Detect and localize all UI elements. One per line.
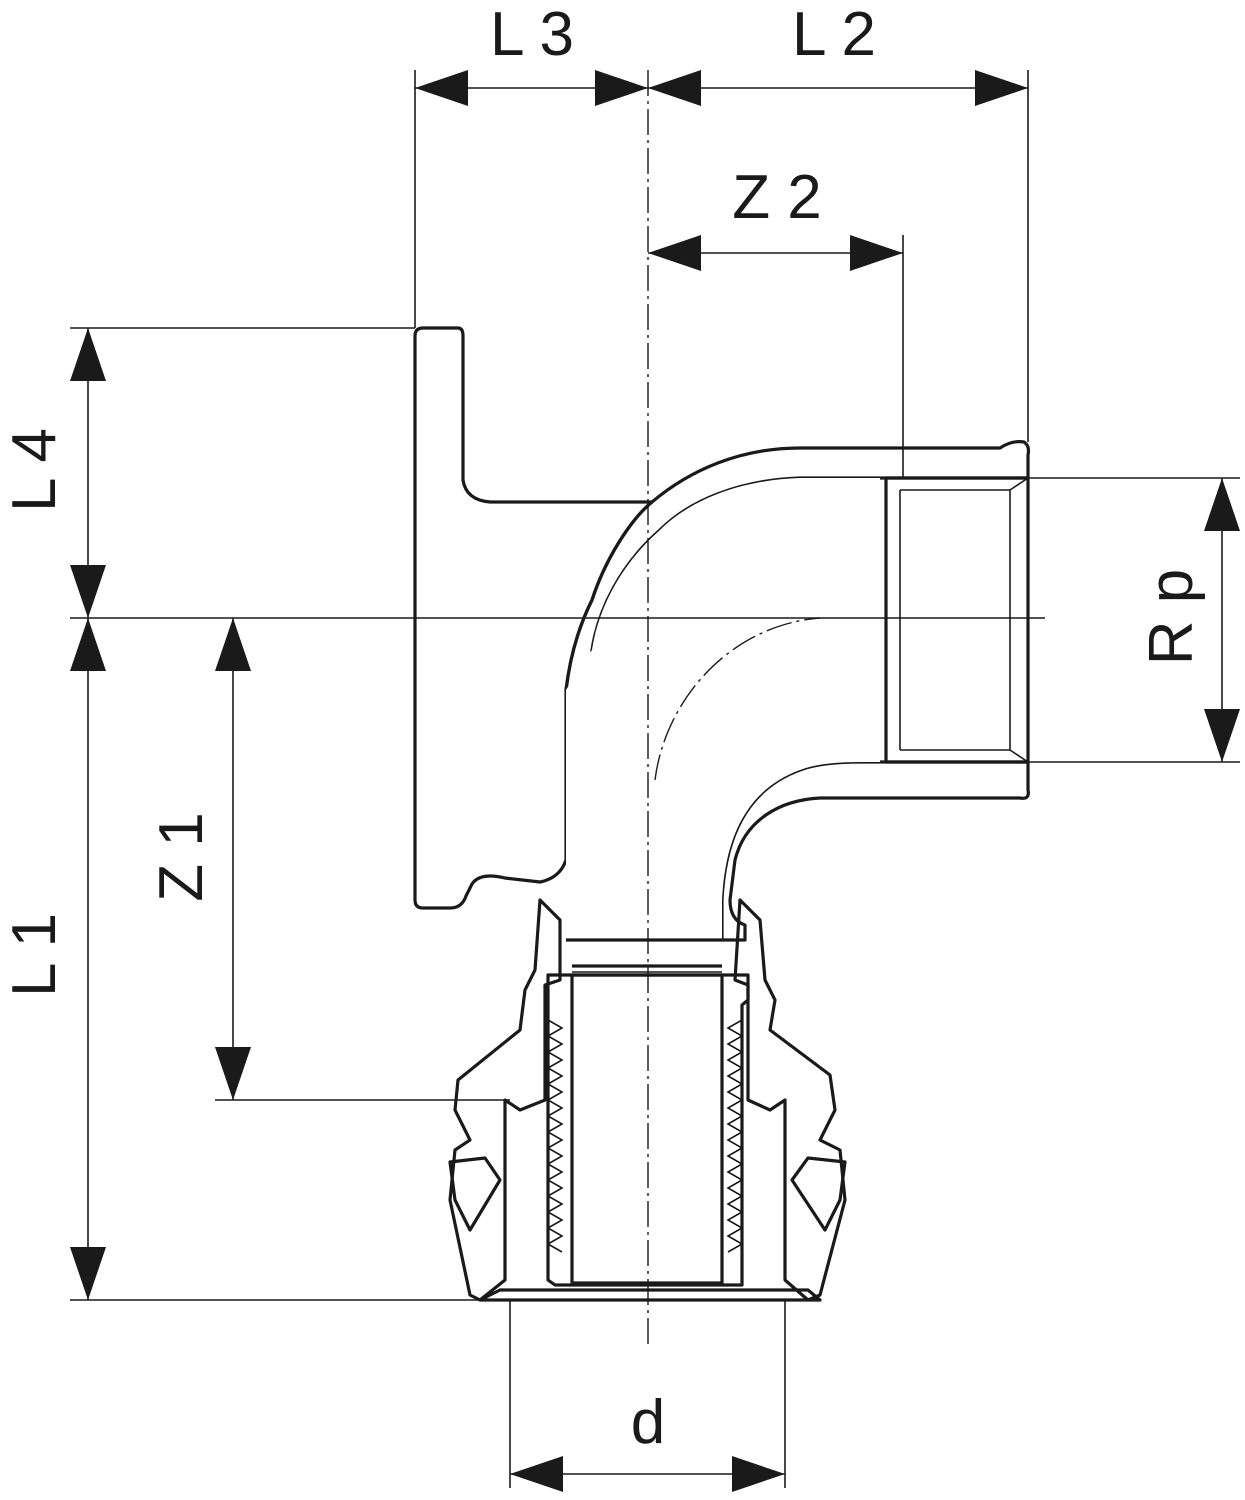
elbow-bore	[566, 478, 880, 940]
insert-bore	[570, 973, 724, 1285]
label-l3: L 3	[490, 0, 574, 69]
connector-sleeve-right	[733, 898, 847, 1302]
push-fit-connector	[448, 898, 847, 1302]
press-insert	[546, 973, 750, 1287]
label-l2: L 2	[792, 0, 876, 69]
connector-sleeve-left	[448, 898, 562, 1302]
wall-plate	[413, 326, 654, 910]
clip-tab-right	[790, 1156, 847, 1232]
label-z1: Z 1	[147, 812, 216, 902]
label-z2: Z 2	[732, 163, 822, 232]
label-l1: L 1	[0, 913, 69, 997]
elbow-lower-wall	[720, 760, 1030, 942]
extension-lines	[70, 70, 1240, 1488]
label-l4: L 4	[0, 428, 69, 512]
dimension-lines	[70, 70, 1240, 1492]
connector-base	[478, 1288, 822, 1302]
label-rp: R p	[1137, 569, 1206, 665]
clip-tab-left	[448, 1156, 502, 1232]
thread-socket	[884, 476, 1030, 764]
fitting-body	[413, 326, 1031, 942]
label-d: d	[631, 1388, 665, 1457]
